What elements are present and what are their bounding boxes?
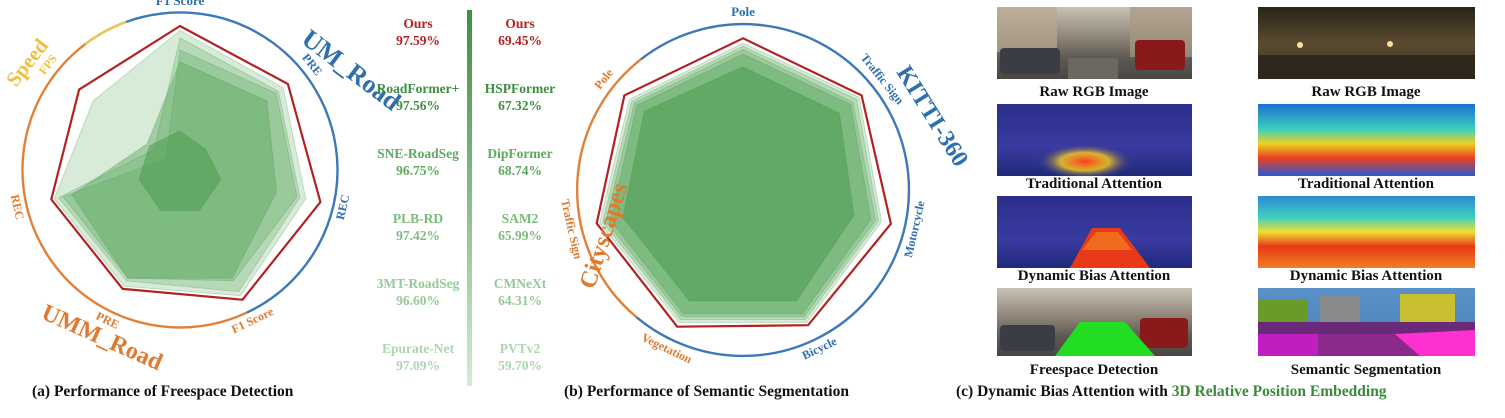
- table-right-method-3: SAM2: [502, 211, 539, 226]
- segmentation-radar-series-5: [622, 66, 855, 302]
- panel-c-label-1-1: Traditional Attention: [1298, 176, 1435, 192]
- table-left-score-0: 97.59%: [396, 33, 440, 48]
- table-left-method-4: 3MT-RoadSeg: [377, 276, 460, 291]
- dynamic-bias-attention-night-image: [1258, 196, 1475, 268]
- panel-c-label-2-0: Dynamic Bias Attention: [1018, 268, 1171, 284]
- segmentation-radar-ring-arc-1: [575, 58, 642, 319]
- segmentation-radar-series: [595, 37, 893, 328]
- table-right-method-5: PVTv2: [500, 341, 541, 356]
- caption-b: (b) Performance of Semantic Segmentation: [564, 383, 849, 400]
- table-right-method-4: CMNeXt: [494, 276, 547, 291]
- table-right-method-1: HSPFormer: [485, 81, 555, 96]
- caption-a: (a) Performance of Freespace Detection: [32, 383, 294, 400]
- caption-c-prefix: (c) Dynamic Bias Attention with: [956, 383, 1172, 400]
- table-right-score-3: 65.99%: [498, 228, 542, 243]
- segmentation-radar-axis-label-0: Pole: [731, 4, 755, 19]
- table-left-method-5: Epurate-Net: [382, 341, 454, 356]
- semantic-segmentation-image: [1258, 288, 1475, 356]
- segmentation-radar-axis-label-4: Vegetation: [639, 330, 694, 366]
- freespace-radar-ring: [21, 11, 339, 329]
- table-left-score-4: 96.60%: [396, 293, 440, 308]
- table-right-score-1: 67.32%: [498, 98, 542, 113]
- freespace-radar-axis-label-0: F1 Score: [156, 0, 205, 8]
- panel-c-label-3-1: Semantic Segmentation: [1291, 362, 1442, 378]
- panel-c-label-0-0: Raw RGB Image: [1039, 84, 1149, 100]
- freespace-radar-ring-arc-3: [84, 20, 127, 46]
- segmentation-radar-ring: [575, 22, 911, 358]
- freespace-radar-series-5: [138, 130, 222, 211]
- table-left-method-1: RoadFormer+: [377, 81, 460, 96]
- dynamic-bias-attention-day-image: [997, 196, 1192, 268]
- table-left-score-5: 97.09%: [396, 358, 440, 373]
- table-right-score-5: 59.70%: [498, 358, 542, 373]
- table-right-method-0: Ours: [505, 16, 534, 31]
- table-left-method-2: SNE-RoadSeg: [377, 146, 459, 161]
- freespace-detection-image: [997, 288, 1192, 356]
- panel-c-label-2-1: Dynamic Bias Attention: [1290, 268, 1443, 284]
- panel-c-label-1-0: Traditional Attention: [1026, 176, 1163, 192]
- freespace-radar-axis-label-2: REC: [333, 193, 352, 221]
- raw-rgb-day-image: [997, 7, 1192, 79]
- caption-c: (c) Dynamic Bias Attention with 3D Relat…: [956, 383, 1387, 400]
- traditional-attention-day-image: [997, 104, 1192, 176]
- freespace-radar-ring-arc-1: [21, 90, 248, 329]
- freespace-radar-series-ours: [50, 24, 322, 301]
- traditional-attention-night-image: [1258, 104, 1475, 176]
- segmentation-radar-ring-arc-0: [635, 22, 911, 358]
- table-right-score-0: 69.45%: [498, 33, 542, 48]
- table-right-method-2: DipFormer: [487, 146, 552, 161]
- freespace-radar-axis-label-5: REC: [8, 193, 27, 221]
- freespace-radar-ring-arc-0: [84, 11, 339, 314]
- table-right-score-4: 64.31%: [498, 293, 542, 308]
- table-left-score-2: 96.75%: [396, 163, 440, 178]
- freespace-radar-ring-arc-2: [42, 43, 86, 92]
- table-divider-bar: [467, 10, 472, 386]
- results-table-rows: Ours 97.59% Ours 69.45% RoadFormer+ 97.56% HSP…: [377, 16, 556, 373]
- raw-rgb-night-image: [1258, 7, 1475, 79]
- table-left-method-0: Ours: [403, 16, 432, 31]
- table-left-score-3: 97.42%: [396, 228, 440, 243]
- kitti-label: KITTI-360: [891, 61, 973, 171]
- table-left-score-1: 97.56%: [396, 98, 440, 113]
- freespace-radar-series: [50, 24, 322, 301]
- panel-c-label-0-1: Raw RGB Image: [1311, 84, 1421, 100]
- segmentation-radar-series-ours: [595, 37, 893, 328]
- table-right-score-2: 68.74%: [498, 163, 542, 178]
- table-left-method-3: PLB-RD: [393, 211, 444, 226]
- caption-c-highlight: 3D Relative Position Embedding: [1172, 383, 1387, 400]
- results-table: Ours 97.59% Ours 69.45% RoadFormer+ 97.56% HSP…: [377, 10, 556, 386]
- panel-c-label-3-0: Freespace Detection: [1030, 362, 1159, 378]
